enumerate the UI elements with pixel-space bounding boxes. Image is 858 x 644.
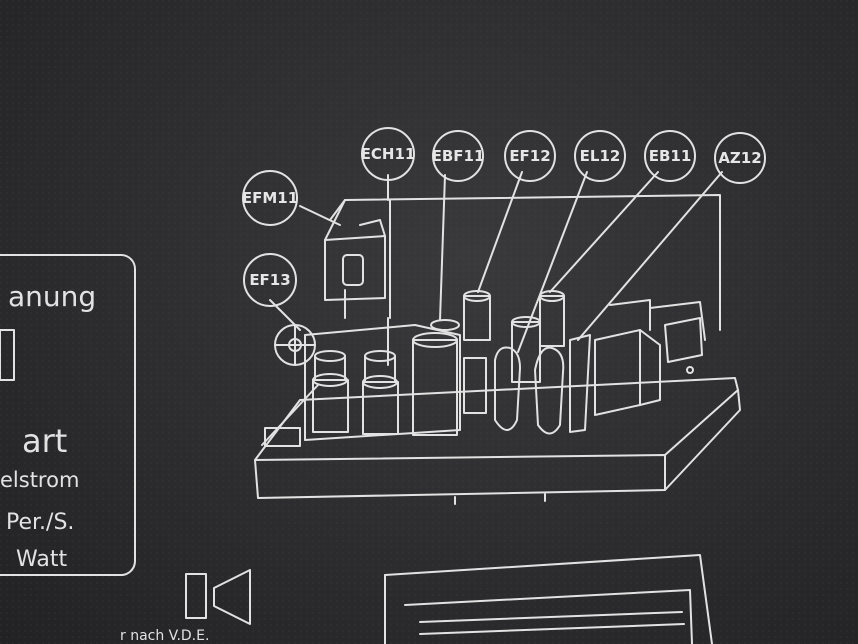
label-el12: EL12 — [580, 147, 621, 165]
label-efm11: EFM11 — [242, 189, 298, 207]
label-ef12: EF12 — [509, 147, 550, 165]
spec-line-frequency: Per./S. — [6, 510, 74, 535]
label-ebf11: EBF11 — [432, 147, 485, 165]
label-az12: AZ12 — [718, 149, 761, 167]
footer-standard-text: r nach V.D.E. — [120, 628, 209, 644]
label-eb11: EB11 — [649, 147, 692, 165]
label-ef13: EF13 — [249, 271, 290, 289]
label-ech11: ECH11 — [361, 145, 416, 163]
spec-line-voltage: anung — [8, 280, 96, 313]
spec-line-power: Watt — [16, 547, 67, 572]
spec-line-current-type: art — [22, 422, 67, 460]
spec-line-ac: elstrom — [0, 468, 79, 492]
tuning-wheel — [275, 325, 315, 365]
